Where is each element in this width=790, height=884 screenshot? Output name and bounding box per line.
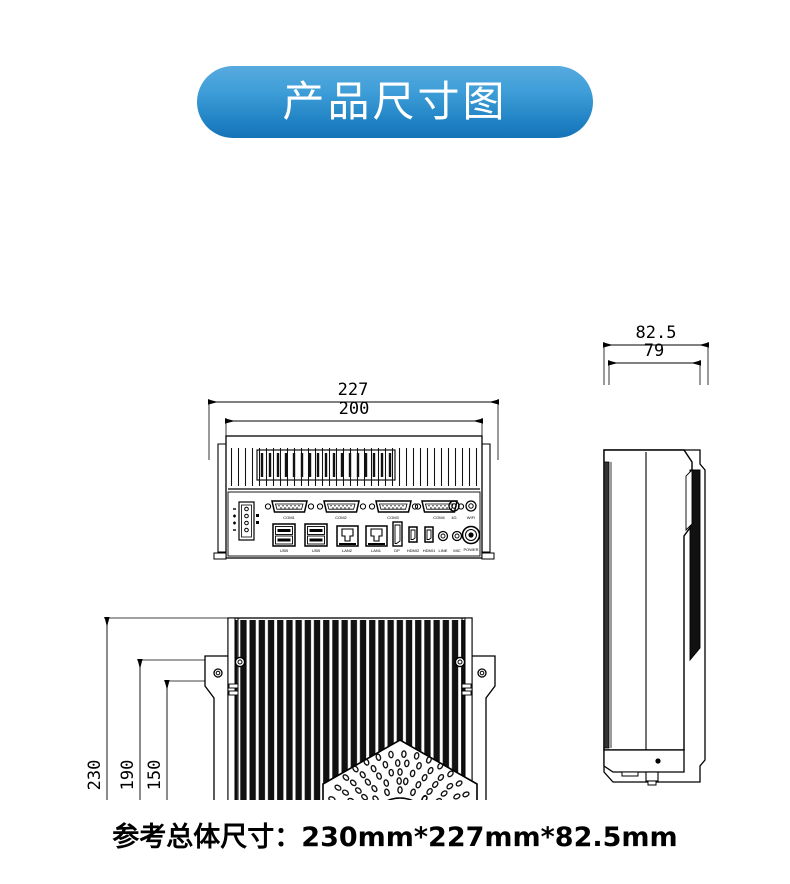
mounting-bracket-left bbox=[204, 655, 234, 800]
port-db9-group: COM1 COM2 bbox=[264, 500, 465, 520]
port-displayport: DP bbox=[392, 521, 403, 553]
port-mic-in: MIC bbox=[451, 530, 463, 553]
dimension-230: 230 bbox=[85, 617, 228, 800]
drawing-canvas: 227 200 bbox=[85, 323, 709, 800]
port-label-hdmi2: HDMI2 bbox=[407, 548, 420, 553]
bottom-body bbox=[227, 617, 473, 800]
front-heatsink-fins bbox=[228, 445, 480, 490]
port-label-com1: COM1 bbox=[283, 515, 295, 520]
port-antenna-4g: 4G bbox=[448, 500, 460, 520]
port-power: POWER bbox=[461, 525, 481, 552]
dimension-227: 227 bbox=[208, 380, 499, 460]
port-label-power: POWER bbox=[463, 547, 478, 552]
port-label-usb-1: USB bbox=[280, 548, 289, 553]
port-label-mic: MIC bbox=[453, 548, 460, 553]
port-label-wifi: WIFI bbox=[467, 515, 475, 520]
dimension-79: 79 bbox=[608, 341, 701, 385]
bottom-view: 230 190 150 bbox=[85, 617, 496, 800]
side-fin-band bbox=[689, 469, 701, 662]
dimension-label-82-5: 82.5 bbox=[636, 323, 677, 343]
dimension-label-150: 150 bbox=[145, 760, 165, 791]
dimension-label-227: 227 bbox=[338, 380, 369, 400]
port-line-out: LINE bbox=[437, 530, 449, 553]
port-phoenix-terminal bbox=[233, 501, 259, 541]
side-chassis bbox=[603, 449, 693, 751]
port-label-com3: COM3 bbox=[387, 515, 399, 520]
title-banner: 产品尺寸图 bbox=[197, 66, 593, 138]
port-hdmi-2: HDMI2 bbox=[407, 526, 420, 553]
grille-perforations bbox=[328, 750, 470, 800]
port-lan-2: LAN2 bbox=[336, 525, 359, 553]
overall-size-caption: 参考总体尺寸：230mm*227mm*82.5mm bbox=[112, 822, 678, 853]
dimension-drawing: 227 200 bbox=[0, 170, 790, 800]
dimension-label-190: 190 bbox=[118, 760, 138, 791]
port-label-com2: COM2 bbox=[335, 515, 347, 520]
port-antenna-wifi: WIFI bbox=[465, 500, 477, 520]
side-view: 82.5 79 bbox=[603, 323, 709, 786]
port-label-4g: 4G bbox=[451, 515, 456, 520]
dimension-82-5: 82.5 bbox=[603, 323, 709, 385]
port-hdmi-1: HDMI1 bbox=[423, 526, 436, 553]
port-label-line: LINE bbox=[439, 548, 448, 553]
port-label-hdmi1: HDMI1 bbox=[423, 548, 436, 553]
port-usb-1: USB bbox=[272, 523, 296, 553]
port-label-usb-2: USB bbox=[312, 548, 321, 553]
mounting-bracket-right bbox=[466, 655, 496, 800]
front-view: 227 200 bbox=[208, 380, 499, 560]
side-base-plate bbox=[603, 749, 685, 786]
dimension-label-230: 230 bbox=[85, 760, 105, 791]
port-label-dp: DP bbox=[394, 548, 400, 553]
front-io-panel: COM1 COM2 bbox=[227, 491, 481, 557]
port-usb-2: USB bbox=[304, 523, 328, 553]
dimension-label-79: 79 bbox=[644, 341, 664, 361]
dimension-label-200: 200 bbox=[339, 399, 370, 419]
port-lan-1: LAN1 bbox=[365, 525, 388, 553]
dimension-150: 150 bbox=[145, 680, 218, 800]
port-label-com4: COM4 bbox=[433, 515, 445, 520]
page-title: 产品尺寸图 bbox=[282, 77, 508, 126]
hexagonal-fan-grille bbox=[322, 739, 478, 800]
port-label-lan2: LAN2 bbox=[342, 548, 353, 553]
port-label-lan1: LAN1 bbox=[371, 548, 382, 553]
